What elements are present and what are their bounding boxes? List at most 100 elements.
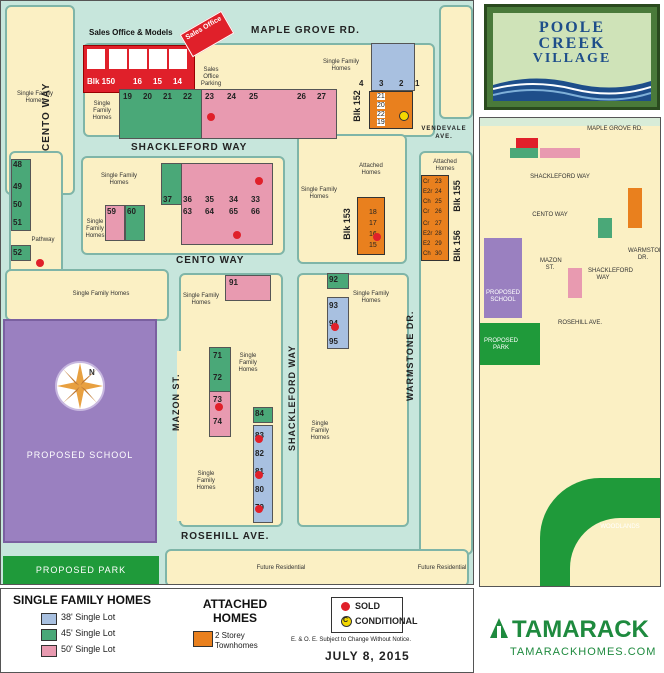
sf-label-shack-east-north: Single Family Homes xyxy=(352,291,389,304)
sf-label-top-right: Single Family Homes xyxy=(322,59,359,72)
blk153-unit-17: 17 xyxy=(369,220,377,227)
inset-rosehill-label: ROSEHILL AVE. xyxy=(557,320,603,326)
lot-60-box[interactable] xyxy=(125,205,145,241)
sf-label-mazon-south: Single Family Homes xyxy=(196,471,216,491)
lot-92: 92 xyxy=(329,275,338,284)
lot-2: 2 xyxy=(399,79,404,88)
lot-91-box[interactable] xyxy=(225,275,271,301)
lot-19: 19 xyxy=(123,92,132,101)
lot-23: 23 xyxy=(205,92,214,101)
inset-shack-vert-label: SHACKLEFORD WAY xyxy=(588,268,634,281)
sold-marker xyxy=(255,471,263,479)
sf-label-shack-east-south: Single Family Homes xyxy=(310,421,330,441)
land-block-top-right xyxy=(439,5,473,119)
lot-74: 74 xyxy=(213,417,222,426)
lot-48: 48 xyxy=(13,160,22,169)
lot-59-box[interactable] xyxy=(105,205,125,241)
blk155-prefix-e2r-2: E2r xyxy=(423,231,433,237)
sf-label-mazon-mid: Single Family Homes xyxy=(238,353,258,373)
sf-label-top-left: Single Family Homes xyxy=(16,91,53,104)
blk152-townhomes[interactable] xyxy=(369,91,413,129)
sold-marker xyxy=(36,259,44,267)
lot-52: 52 xyxy=(13,248,22,257)
lot-35: 35 xyxy=(205,195,214,204)
maple-grove-label: MAPLE GROVE RD. xyxy=(251,25,360,36)
legend-attached-title: ATTACHED HOMES xyxy=(202,597,268,625)
shackleford-vert-label: SHACKLEFORD WAY xyxy=(287,344,297,451)
blk155-townhomes[interactable] xyxy=(421,175,449,261)
lots-83-79[interactable] xyxy=(253,425,273,523)
main-map: N PROPOSED SCHOOL PROPOSED PARK Blk 150 … xyxy=(0,0,474,585)
blk152-unit-19: 19 xyxy=(377,119,385,126)
lot-80: 80 xyxy=(255,485,264,494)
lot-4: 4 xyxy=(359,79,364,88)
inset-lots-green xyxy=(510,148,538,158)
lot-34: 34 xyxy=(229,195,238,204)
blk155-label: Blk 155 xyxy=(451,180,462,212)
left-col-lots[interactable] xyxy=(11,159,31,231)
blk152-unit-22: 22 xyxy=(377,111,385,118)
lot-37: 37 xyxy=(163,195,172,204)
legend-date: JULY 8, 2015 xyxy=(325,649,410,663)
inset-lots-red xyxy=(516,138,538,148)
lot-49: 49 xyxy=(13,182,22,191)
legend-sold: SOLD xyxy=(355,601,381,611)
lots-3-2[interactable] xyxy=(371,43,415,91)
rosehill-label: ROSEHILL AVE. xyxy=(181,531,270,542)
lot-82: 82 xyxy=(255,449,264,458)
lot-84-box[interactable] xyxy=(253,407,273,423)
sold-marker xyxy=(255,177,263,185)
blk155-unit-29: 29 xyxy=(435,241,442,247)
blk155-prefix-cr-3: Cr xyxy=(423,221,430,227)
blk155-unit-28: 28 xyxy=(435,231,442,237)
legend-disclaimer: E. & O. E. Subject to Change Without Not… xyxy=(291,637,412,643)
inset-map: PROPOSED SCHOOL PROPOSED PARK WOODLANDS … xyxy=(479,117,661,587)
row-23-27[interactable] xyxy=(201,89,337,139)
lots-73-74[interactable] xyxy=(209,391,231,437)
lot-52-box[interactable] xyxy=(11,245,31,261)
logo-line2: CREEK xyxy=(538,35,606,52)
inset-lots-pink2 xyxy=(568,268,582,298)
inset-park xyxy=(480,323,540,365)
sold-marker xyxy=(233,231,241,239)
lot-15: 15 xyxy=(153,77,162,86)
legend-50: 50' Single Lot xyxy=(61,644,116,654)
lot-73: 73 xyxy=(213,395,222,404)
lot-84: 84 xyxy=(255,409,264,418)
tamarack-tree-icon xyxy=(490,618,508,638)
lots-93-95[interactable] xyxy=(327,297,349,349)
cento-mid-label: CENTO WAY xyxy=(176,255,245,266)
row-36-33[interactable] xyxy=(181,163,273,245)
lot-box xyxy=(169,49,187,69)
lot-60: 60 xyxy=(127,207,136,216)
lot-33: 33 xyxy=(251,195,260,204)
logo-line3: VILLAGE xyxy=(532,51,612,66)
sf-label-mazon-north: Single Family Homes xyxy=(182,293,219,306)
blk153-unit-16: 16 xyxy=(369,231,377,238)
blk150-label: Blk 150 xyxy=(87,77,116,86)
lot-92-box[interactable] xyxy=(327,273,349,289)
compass-icon: N xyxy=(55,361,105,411)
blk156-label: Blk 156 xyxy=(451,230,462,262)
land-block-sf-southwest xyxy=(5,269,169,321)
land-block-attached-mid xyxy=(297,134,407,264)
inset-school-label: PROPOSED SCHOOL xyxy=(485,290,520,303)
legend-45: 45' Single Lot xyxy=(61,628,116,638)
sold-marker xyxy=(373,233,381,241)
inset-lots-pink xyxy=(540,148,580,158)
sold-marker xyxy=(207,113,215,121)
sf-label-shack-mid: Single Family Homes xyxy=(300,187,337,200)
blk155-unit-26: 26 xyxy=(435,209,442,215)
lot-66: 66 xyxy=(251,207,260,216)
park-label: PROPOSED PARK xyxy=(35,565,127,575)
blk155-prefix-ch-1: Ch xyxy=(423,199,431,205)
proposed-school: N PROPOSED SCHOOL xyxy=(3,319,157,543)
warmstone-label: WARMSTONE DR. xyxy=(405,310,415,401)
inset-maple-label: MAPLE GROVE RD. xyxy=(587,126,643,132)
blk153-townhomes[interactable] xyxy=(357,197,385,255)
sales-parking-label: Sales Office Parking xyxy=(200,67,222,87)
blk155-unit-27: 27 xyxy=(435,221,442,227)
conditional-marker xyxy=(399,111,409,121)
proposed-park: PROPOSED PARK xyxy=(3,556,159,584)
inset-cento-label: CENTO WAY xyxy=(532,212,568,218)
